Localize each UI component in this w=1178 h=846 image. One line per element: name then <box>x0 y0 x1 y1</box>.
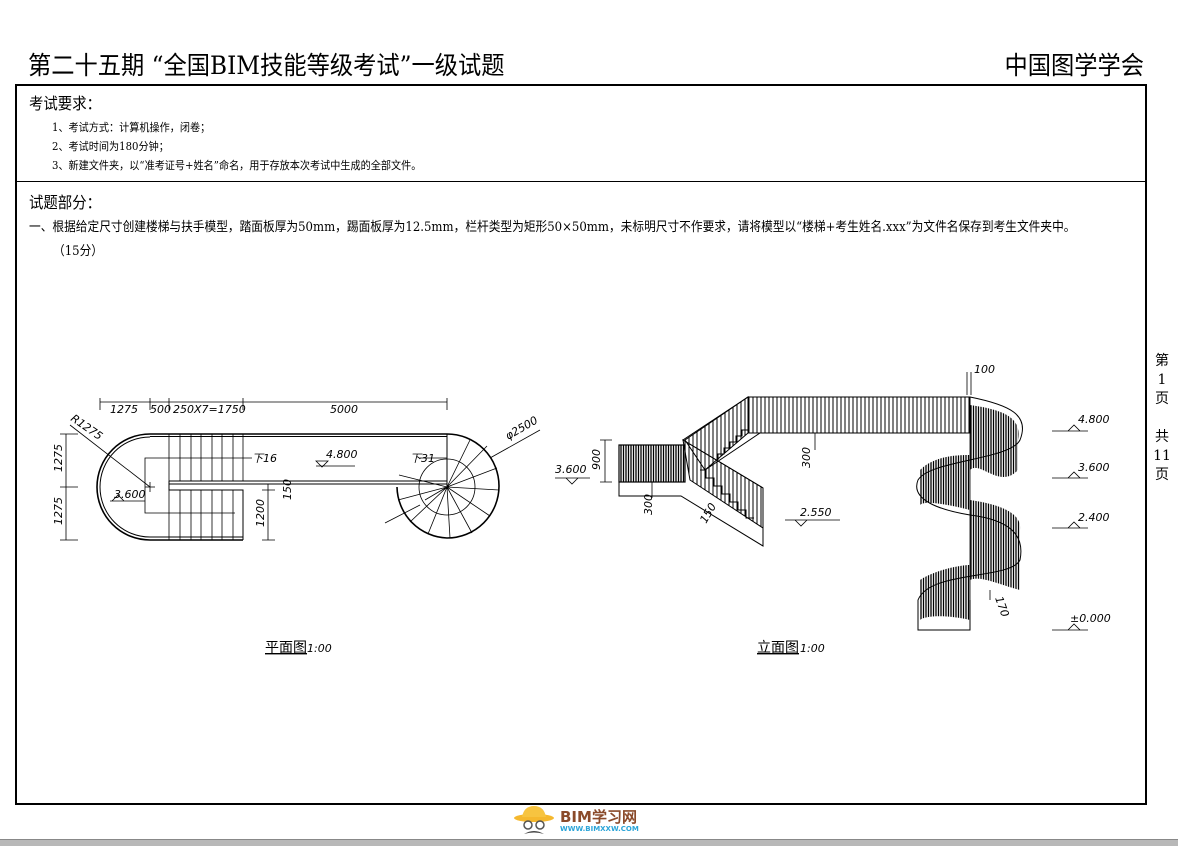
question-score: （15分） <box>53 244 103 259</box>
svg-text:1275: 1275 <box>52 444 65 472</box>
elevation-view: 900 300 300 150 170 100 3.600 2.550 4.80… <box>555 363 1111 656</box>
svg-text:3.600: 3.600 <box>1078 461 1110 474</box>
requirement-item: 1、考试方式：计算机操作，闭卷； <box>52 121 211 134</box>
page-text: 第 <box>1155 353 1169 369</box>
svg-text:100: 100 <box>974 363 995 376</box>
svg-text:300: 300 <box>800 447 813 468</box>
svg-text:2.550: 2.550 <box>800 506 832 519</box>
svg-text:4.800: 4.800 <box>1078 413 1110 426</box>
svg-text:±0.000: ±0.000 <box>1070 612 1111 625</box>
page-text: 共 <box>1155 429 1169 445</box>
watermark-url: WWW.BIMXXW.COM <box>560 825 639 833</box>
plan-view: 1275 500 250X7=1750 5000 R1275 φ2500 127… <box>52 398 541 656</box>
svg-text:300: 300 <box>642 494 655 515</box>
bottom-bar <box>0 839 1178 846</box>
requirement-item: 3、新建文件夹，以“准考证号+姓名”命名，用于存放本次考试中生成的全部文件。 <box>52 159 422 172</box>
organization-name: 中国图学学会 <box>1004 51 1144 80</box>
svg-text:1275: 1275 <box>110 403 138 416</box>
svg-text:4.800: 4.800 <box>326 448 358 461</box>
hat-mascot-icon <box>514 806 554 834</box>
exam-frame: 考试要求： 1、考试方式：计算机操作，闭卷； 2、考试时间为180分钟； 3、新… <box>15 84 1147 805</box>
divider <box>17 181 1145 182</box>
elevation-scale: 1:00 <box>800 642 825 655</box>
page-number: 1 <box>1157 372 1167 388</box>
svg-text:5000: 5000 <box>330 403 358 416</box>
plan-scale: 1:00 <box>307 642 332 655</box>
total-pages: 11 <box>1153 448 1171 464</box>
svg-text:φ2500: φ2500 <box>503 414 540 443</box>
watermark-logo: BIM学习网 WWW.BIMXXW.COM <box>512 804 662 838</box>
page-title: 第二十五期 “全国BIM技能等级考试”一级试题 <box>28 51 505 80</box>
page-indicator: 第 1 页 共 11 页 <box>1153 352 1171 485</box>
page-text: 页 <box>1155 467 1169 483</box>
svg-text:3.600: 3.600 <box>114 488 146 501</box>
requirement-item: 2、考试时间为180分钟； <box>52 140 169 153</box>
requirements-heading: 考试要求： <box>29 94 102 113</box>
svg-text:下16: 下16 <box>252 452 277 465</box>
svg-text:500: 500 <box>150 403 171 416</box>
svg-text:2.400: 2.400 <box>1078 511 1110 524</box>
svg-text:下31: 下31 <box>410 452 435 465</box>
question-text: 一、根据给定尺寸创建楼梯与扶手模型，踏面板厚为50mm，踢面板厚为12.5mm，… <box>29 220 1076 235</box>
svg-text:150: 150 <box>281 479 294 500</box>
svg-text:1200: 1200 <box>254 499 267 527</box>
svg-text:150: 150 <box>697 501 719 526</box>
watermark-name: BIM学习网 <box>560 808 637 826</box>
page-text: 页 <box>1155 391 1169 407</box>
elevation-label: 立面图 <box>757 640 799 656</box>
plan-label: 平面图 <box>265 640 307 656</box>
svg-text:1275: 1275 <box>52 497 65 525</box>
svg-text:3.600: 3.600 <box>555 463 587 476</box>
svg-text:250X7=1750: 250X7=1750 <box>173 403 246 416</box>
svg-text:170: 170 <box>992 595 1011 619</box>
svg-text:900: 900 <box>590 449 603 470</box>
questions-heading: 试题部分： <box>29 193 102 212</box>
